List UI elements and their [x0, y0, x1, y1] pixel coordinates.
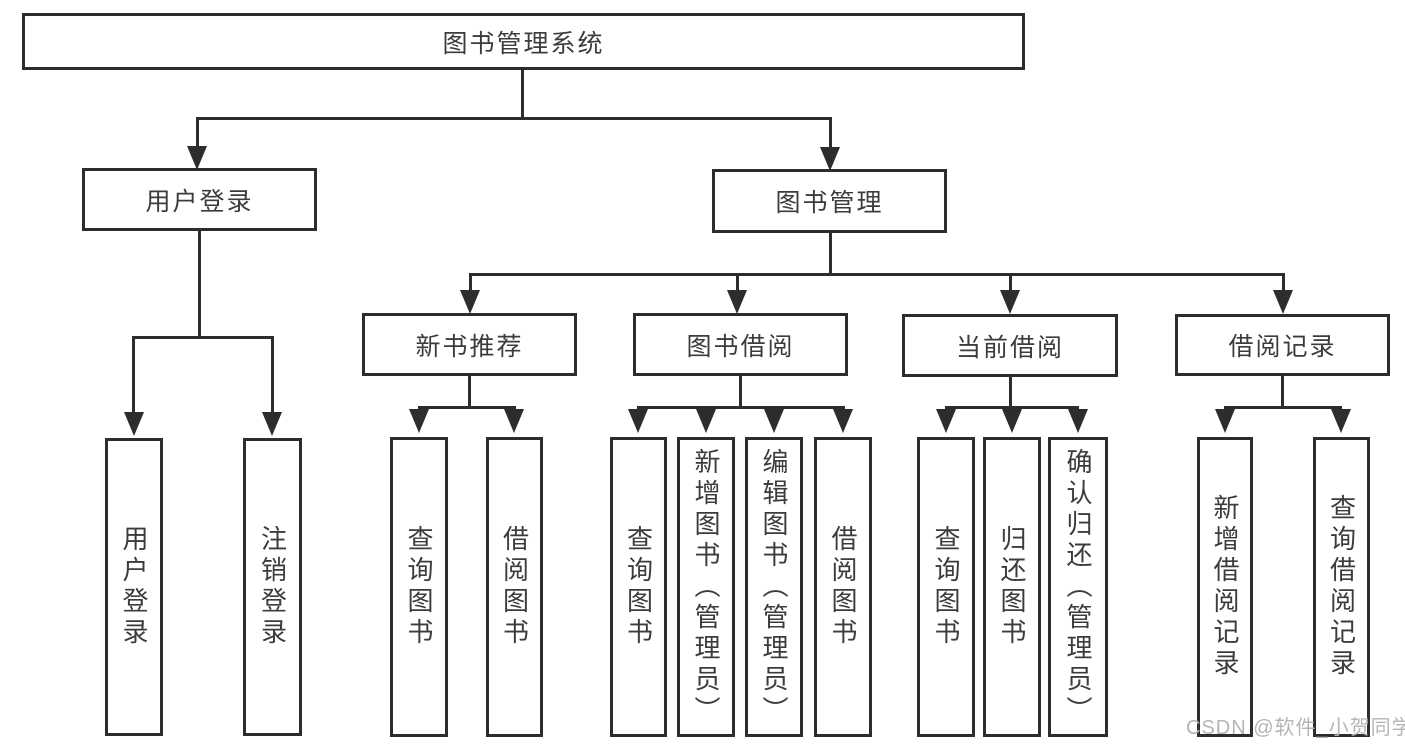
- arrow-down-icon: [124, 412, 144, 436]
- leaf-borrow-books: 借阅图书: [814, 437, 872, 737]
- arrow-down-icon: [187, 146, 207, 170]
- leaf-borrow-books-recommend: 借阅图书: [486, 437, 543, 737]
- connector-group-a-bus: [418, 406, 516, 409]
- connector-root-trunk: [521, 70, 524, 119]
- node-user-login-branch: 用户登录: [82, 168, 317, 231]
- connector-group-d-stub: [1281, 376, 1284, 409]
- leaf-add-book-admin: 新增图书（管理员）: [677, 437, 735, 737]
- arrow-down-icon: [764, 409, 784, 433]
- arrow-down-icon: [1068, 409, 1088, 433]
- arrow-down-icon: [1273, 290, 1293, 314]
- connector-drop-current-borrow: [1009, 273, 1012, 294]
- connector-drop-leaf: [132, 336, 135, 416]
- connector-user-login-stub: [198, 231, 201, 339]
- node-book-management: 图书管理: [712, 169, 947, 233]
- leaf-edit-book-admin: 编辑图书（管理员）: [745, 437, 803, 737]
- connector-drop-book-management: [829, 117, 832, 151]
- node-book-borrow: 图书借阅: [633, 313, 848, 376]
- connector-group-c-bus: [945, 406, 1079, 409]
- arrow-down-icon: [1331, 409, 1351, 433]
- connector-user-login-bus: [132, 336, 274, 339]
- connector-group-a-stub: [468, 376, 471, 409]
- connector-drop-book-borrow: [736, 273, 739, 294]
- node-new-book-recommend: 新书推荐: [362, 313, 577, 376]
- arrow-down-icon: [820, 147, 840, 171]
- arrow-down-icon: [1215, 409, 1235, 433]
- connector-level1-bus: [196, 117, 832, 120]
- leaf-return-book: 归还图书: [983, 437, 1041, 737]
- connector-drop-new-book: [469, 273, 472, 294]
- leaf-user-login: 用户登录: [105, 438, 163, 736]
- connector-group-b-bus: [637, 406, 845, 409]
- arrow-down-icon: [833, 409, 853, 433]
- leaf-query-borrow-record: 查询借阅记录: [1313, 437, 1370, 737]
- arrow-down-icon: [936, 409, 956, 433]
- connector-group-c-stub: [1009, 377, 1012, 409]
- arrow-down-icon: [1002, 409, 1022, 433]
- leaf-query-books-recommend: 查询图书: [390, 437, 448, 737]
- arrow-down-icon: [628, 409, 648, 433]
- arrow-down-icon: [460, 290, 480, 314]
- arrow-down-icon: [262, 412, 282, 436]
- arrow-down-icon: [696, 409, 716, 433]
- connector-group-d-bus: [1224, 406, 1342, 409]
- arrow-down-icon: [409, 409, 429, 433]
- leaf-query-books-current: 查询图书: [917, 437, 975, 737]
- node-borrow-records: 借阅记录: [1175, 314, 1390, 376]
- csdn-watermark: CSDN @软件_小贺同学: [1186, 717, 1405, 739]
- connector-level3-bus: [469, 273, 1285, 276]
- leaf-confirm-return-admin: 确认归还（管理员）: [1048, 437, 1108, 737]
- arrow-down-icon: [727, 290, 747, 314]
- connector-drop-user-login: [196, 117, 199, 151]
- arrow-down-icon: [504, 409, 524, 433]
- node-library-system: 图书管理系统: [22, 13, 1025, 70]
- arrow-down-icon: [1000, 290, 1020, 314]
- leaf-query-books-borrow: 查询图书: [610, 437, 667, 737]
- connector-group-b-stub: [739, 376, 742, 409]
- connector-drop-leaf: [271, 336, 274, 416]
- node-current-borrow: 当前借阅: [902, 314, 1118, 377]
- connector-book-mgmt-stub: [829, 233, 832, 275]
- connector-drop-borrow-records: [1282, 273, 1285, 294]
- leaf-logout: 注销登录: [243, 438, 302, 736]
- leaf-add-borrow-record: 新增借阅记录: [1197, 437, 1253, 737]
